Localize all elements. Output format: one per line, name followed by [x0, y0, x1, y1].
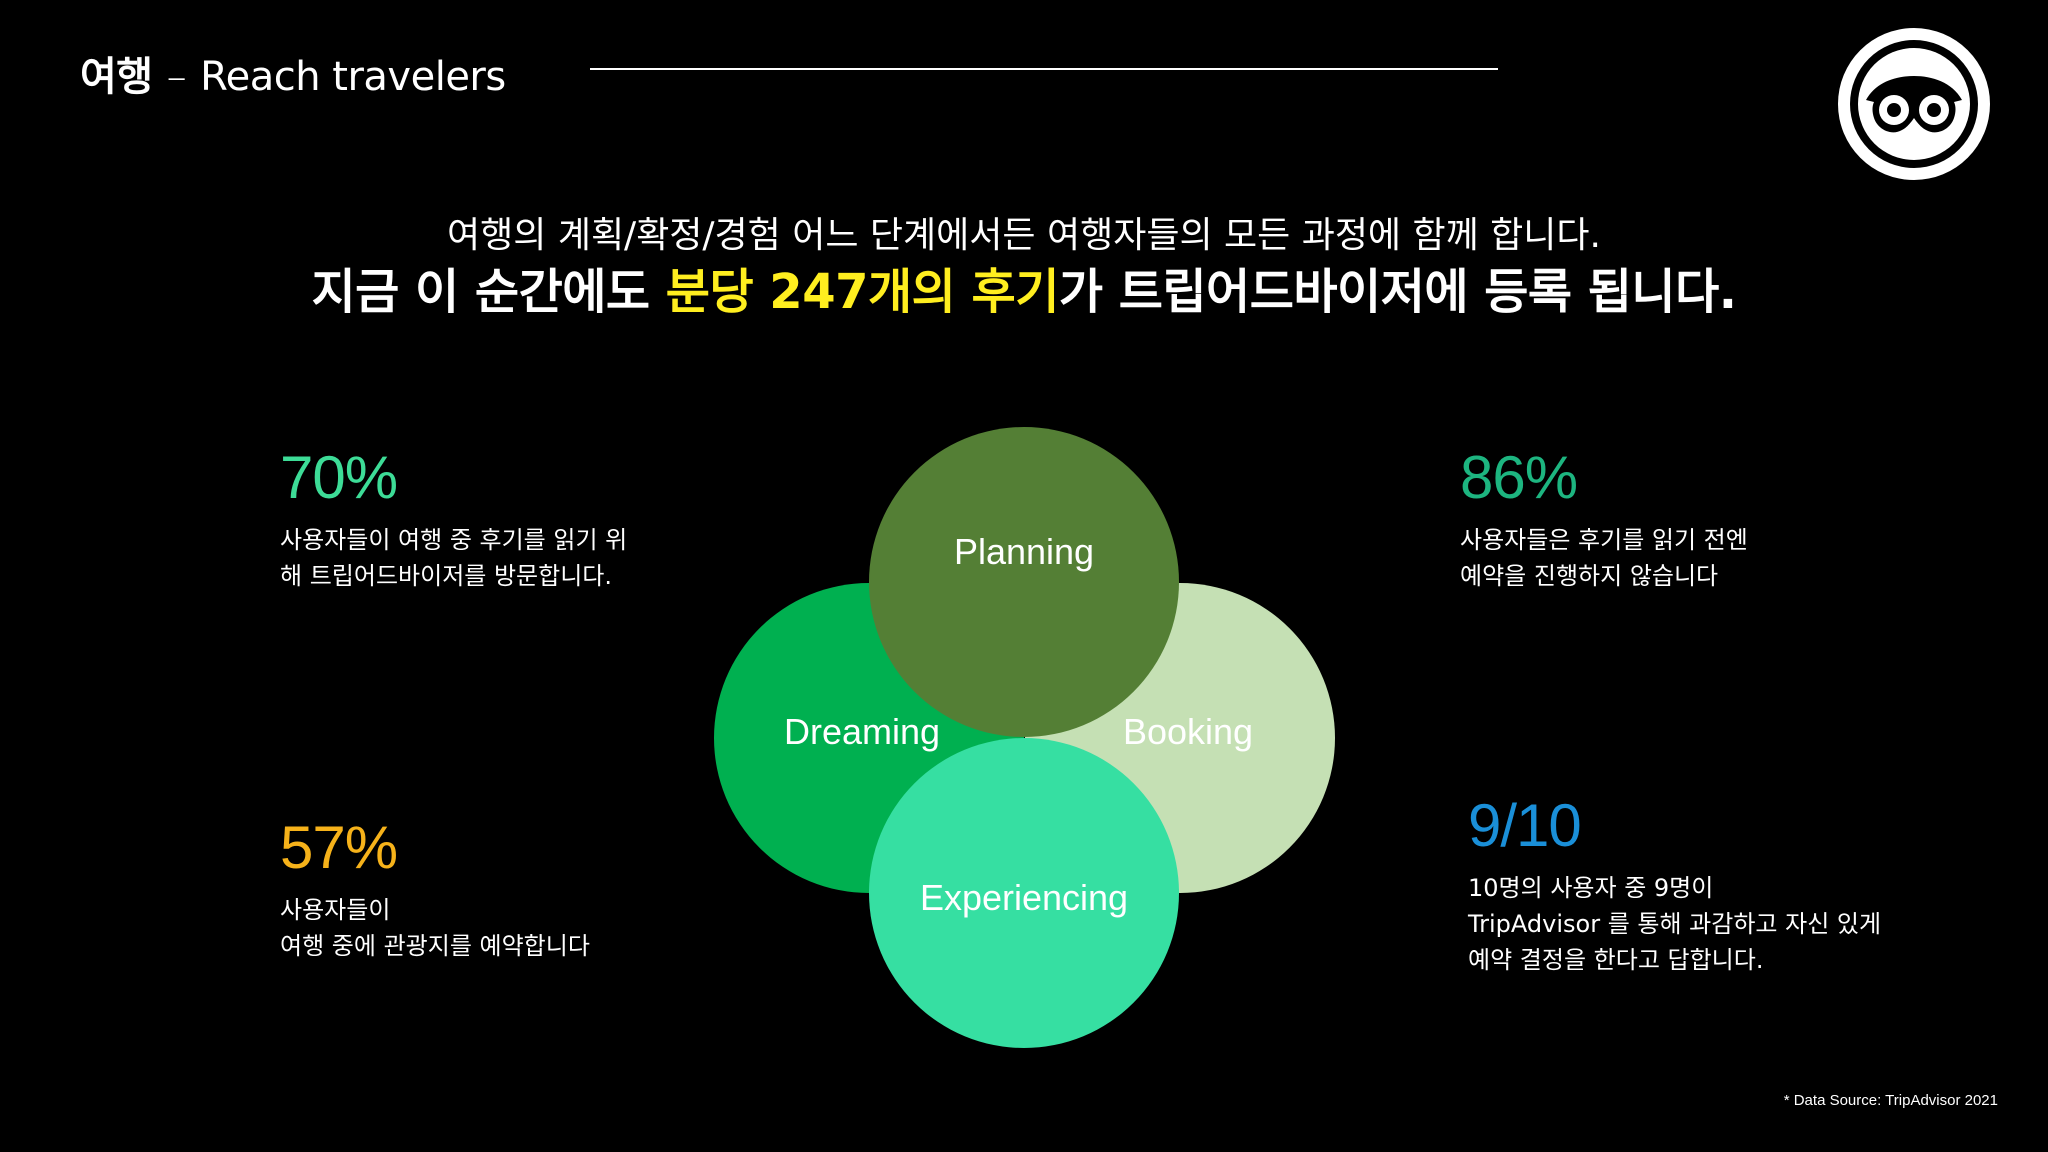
page-title-english: Reach travelers	[200, 54, 506, 100]
planning-circle	[869, 427, 1179, 737]
headline-subtitle: 여행의 계획/확정/경험 어느 단계에서든 여행자들의 모든 과정에 함께 합니…	[447, 215, 1601, 256]
planning-label: Planning	[954, 531, 1094, 572]
stat-70-percent: 70% 사용자들이 여행 중 후기를 읽기 위 해 트립어드바이저를 방문합니다…	[280, 448, 627, 594]
stat-70-desc-line1: 사용자들이 여행 중 후기를 읽기 위	[280, 526, 628, 554]
stat-9-of-10-desc-line3: 예약 결정을 한다고 답합니다.	[1468, 946, 1764, 974]
stat-57-value: 57%	[280, 814, 398, 881]
stat-86-desc-line2: 예약을 진행하지 않습니다	[1460, 562, 1719, 590]
headline-main-highlight: 분당 247개의 후기	[665, 264, 1060, 320]
page-title: 여행 – Reach travelers	[80, 44, 506, 102]
booking-label: Booking	[1123, 711, 1253, 752]
stat-57-percent: 57% 사용자들이 여행 중에 관광지를 예약합니다	[280, 818, 590, 964]
stat-70-value: 70%	[280, 444, 398, 511]
headline-main-suffix: 가 트립어드바이저에 등록 됩니다.	[1058, 264, 1737, 320]
stat-9-of-10-desc-line2: TripAdvisor 를 통해 과감하고 자신 있게	[1468, 910, 1882, 938]
page-title-korean: 여행	[80, 54, 153, 100]
experiencing-label: Experiencing	[920, 877, 1128, 918]
experiencing-circle	[869, 738, 1179, 1048]
data-source-note: * Data Source: TripAdvisor 2021	[1783, 1092, 1998, 1109]
stat-70-desc-line2: 해 트립어드바이저를 방문합니다.	[280, 562, 613, 590]
stat-57-desc-line1: 사용자들이	[280, 896, 391, 924]
header-divider	[590, 68, 1498, 70]
owl-eyes-icon	[1838, 28, 1990, 180]
headline-main: 지금 이 순간에도 분당 247개의 후기가 트립어드바이저에 등록 됩니다.	[0, 252, 2048, 322]
stat-86-desc-line1: 사용자들은 후기를 읽기 전엔	[1460, 526, 1748, 554]
stat-9-of-10: 9/10 10명의 사용자 중 9명이 TripAdvisor 를 통해 과감하…	[1468, 796, 1881, 978]
stat-57-desc-line2: 여행 중에 관광지를 예약합니다	[280, 932, 590, 960]
headline-main-prefix: 지금 이 순간에도	[311, 264, 666, 320]
page-title-dash: –	[166, 54, 187, 100]
stat-86-percent: 86% 사용자들은 후기를 읽기 전엔 예약을 진행하지 않습니다	[1460, 448, 1748, 594]
dreaming-label: Dreaming	[784, 711, 940, 752]
stat-9-of-10-desc-line1: 10명의 사용자 중 9명이	[1468, 874, 1714, 902]
stat-9-of-10-value: 9/10	[1468, 792, 1582, 859]
stat-86-value: 86%	[1460, 444, 1578, 511]
